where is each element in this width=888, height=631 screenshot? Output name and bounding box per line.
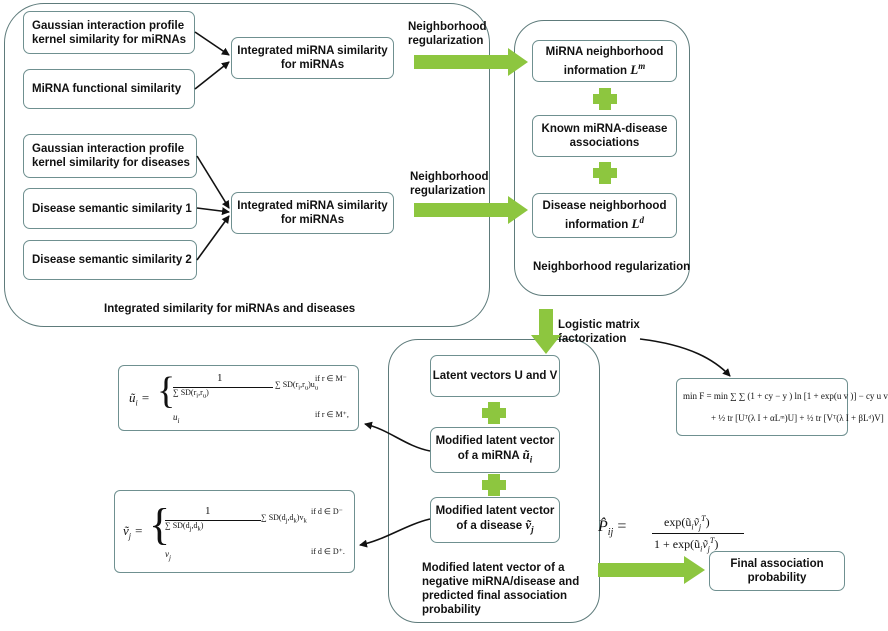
plus-right-bottom [593,162,617,184]
modified-mirna-label: Modified latent vector of a miRNA [435,434,555,462]
prob-fraction-bar [652,533,744,534]
neighborhood-panel-caption: Neighborhood regularization [533,261,691,273]
objective-line-1: min F = min ∑ ∑ (1 + cy − y ) ln [1 + ex… [683,391,888,401]
mirna-neighborhood-label: MiRNA neighborhood information [545,45,664,77]
green-arrow-final [598,556,705,584]
mirna-neighborhood-symbol: L [630,61,639,77]
disease-neighborhood-box: Disease neighborhood information Ld [532,193,677,238]
logistic-label: Logistic matrix factorization [558,319,640,345]
mirna-vec-symbol: ũ [522,446,530,462]
disease-neighborhood-symbol: L [631,215,640,231]
u-tilde-lhs: ũi = [129,390,150,408]
green-arrow-top [414,48,528,76]
u-tilde-formula-box: ũi = { 1 ∑ SD(ri,ru) ∑ SD(ri,ru)uu ui if… [118,365,359,431]
disease-semantic-2-box: Disease semantic similarity 2 [23,240,197,280]
objective-line-2: + ½ tr [Uᵀ(λ I + αLᵐ)U] + ½ tr [Vᵀ(λ I +… [711,413,884,423]
mirna-functional-box: MiRNA functional similarity [23,69,195,109]
integrated-similarity-caption: Integrated similarity for miRNAs and dis… [104,303,356,315]
prob-denominator: 1 + exp(ũ [654,537,701,551]
v-tilde-fraction-bar [165,520,261,521]
connector-semantic-2 [196,215,230,261]
v-tilde-vj: vj [165,549,171,562]
latent-panel-caption: Modified latent vector of a negative miR… [422,562,580,616]
integrated-mirna-top-box: Integrated miRNA similarity for miRNAs [231,37,394,79]
disease-semantic-1-box: Disease semantic similarity 1 [23,188,197,229]
u-tilde-denominator: ∑ SD(ri,ru) [173,388,209,400]
gip-disease-box: Gaussian interaction profile kernel simi… [23,134,197,178]
curve-to-u-tilde [364,421,431,452]
u-tilde-ui: ui [173,412,180,425]
v-tilde-denominator: ∑ SD(dj,dk) [165,521,204,533]
u-tilde-brace: { [157,370,176,412]
v-tilde-numerator-one: 1 [205,505,211,517]
plus-right-top [593,88,617,110]
mirna-neighborhood-box: MiRNA neighborhood information Lm [532,40,677,82]
disease-neighborhood-sup: d [639,215,644,226]
prob-numerator: exp(ũ [664,515,692,529]
neighborhood-label-bottom: Neighborhood regularization [410,171,489,197]
connector-mirna-functional [194,61,230,90]
v-tilde-brace: { [149,500,171,549]
connector-gip-mirna [194,31,230,56]
v-tilde-lhs: ṽj = [123,523,144,541]
disease-vec-symbol: ṽ [525,516,532,532]
v-tilde-case1: if d ∈ D⁻ [311,507,343,516]
u-tilde-fraction-bar [173,387,273,388]
phat-symbol: P̂ [598,518,608,535]
plus-bottom-bottom [482,474,506,496]
final-probability-formula: P̂ij = exp(ũiṽjT) 1 + exp(ũiṽjT) [598,512,748,556]
integrated-mirna-bottom-box: Integrated miRNA similarity for miRNAs [231,192,394,234]
latent-vectors-box: Latent vectors U and V [430,355,560,397]
v-tilde-sum: ∑ SD(dj,dk)vk [261,513,307,525]
gip-mirna-box: Gaussian interaction profile kernel simi… [23,11,195,54]
neighborhood-label-top: Neighborhood regularization [408,21,487,47]
u-tilde-case1: if r ∈ M⁻ [315,374,347,383]
u-tilde-sum: ∑ SD(ri,ru)uu [275,380,319,392]
curve-to-objective [639,338,731,377]
disease-neighborhood-label: Disease neighborhood information [542,200,667,231]
connectors-layer [194,31,731,584]
modified-mirna-box: Modified latent vector of a miRNA ũi [430,427,560,473]
u-tilde-case2: if r ∈ M⁺, [315,410,349,419]
mirna-vec-sub: i [529,454,533,465]
phat-sub: ij [607,527,614,539]
u-tilde-numerator-one: 1 [217,372,223,384]
objective-formula-box: min F = min ∑ ∑ (1 + cy − y ) ln [1 + ex… [676,378,888,436]
v-tilde-case2: if d ∈ D⁺. [311,547,345,556]
plus-bottom-top [482,402,506,424]
green-arrow-down [531,309,561,354]
modified-disease-box: Modified latent vector of a disease ṽj [430,497,560,543]
modified-disease-label: Modified latent vector of a disease [435,504,555,532]
disease-vec-sub: j [531,524,534,535]
green-arrow-bottom [414,196,528,224]
connector-semantic-1 [196,207,230,216]
mirna-neighborhood-sup: m [638,60,646,71]
final-association-box: Final association probability [709,551,845,591]
known-associations-box: Known miRNA-disease associations [532,115,677,157]
connector-gip-disease [196,155,230,209]
curve-to-v-tilde [359,518,431,548]
v-tilde-formula-box: ṽj = { 1 ∑ SD(dj,dk) ∑ SD(dj,dk)vk vj if… [114,490,355,573]
